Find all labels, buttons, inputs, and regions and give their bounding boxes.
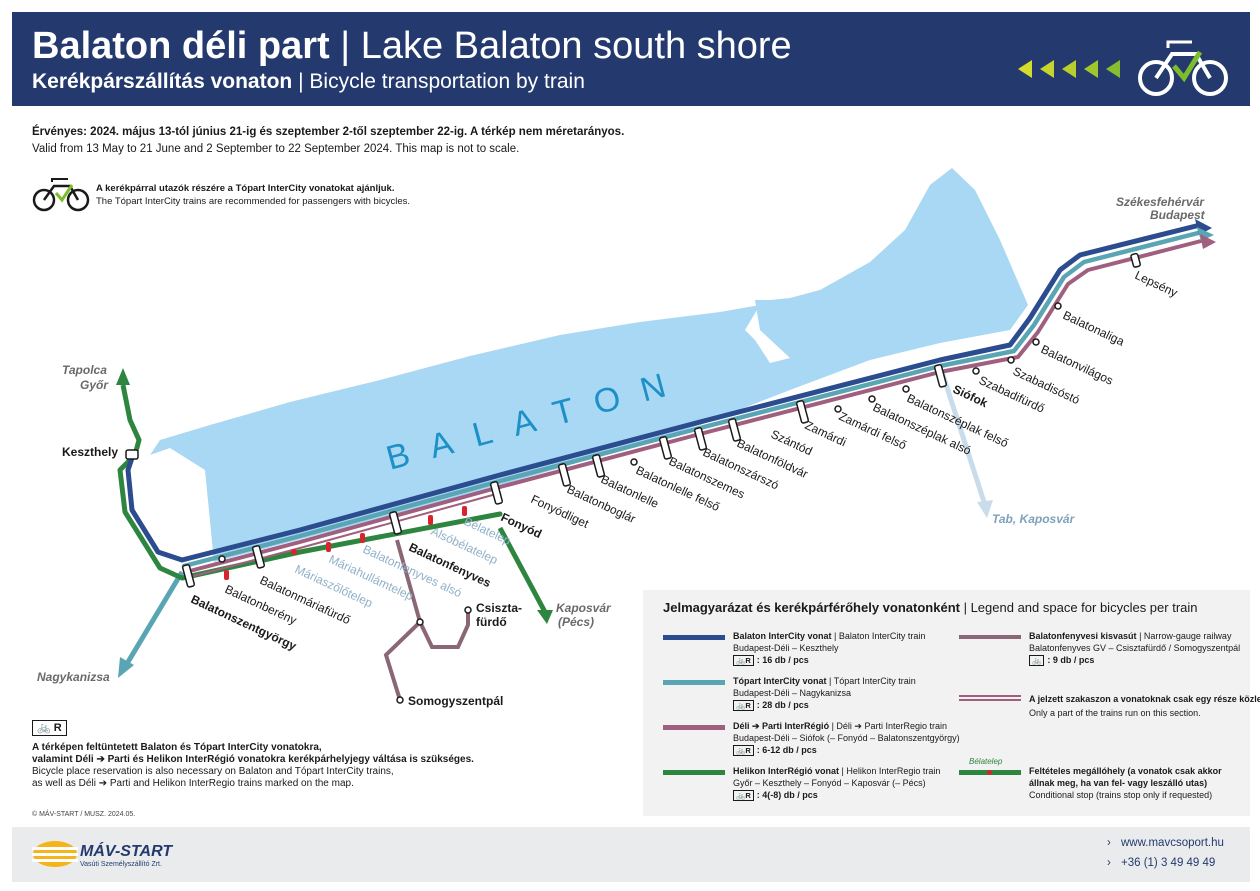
mav-logo-icon — [32, 841, 78, 867]
station-marker — [591, 454, 606, 478]
helikon-line-north — [120, 384, 142, 456]
conditional-stop-marker — [360, 533, 365, 543]
legend-item-helikon: Helikon InterRégió vonat | Helikon Inter… — [733, 766, 941, 801]
station-marker — [416, 618, 424, 626]
station-label: Keszthely — [62, 445, 118, 459]
legend-line-topart-ic — [663, 680, 725, 685]
recommendation-note: A kerékpárral utazók részére a Tópart In… — [96, 183, 410, 207]
station-marker — [658, 436, 673, 460]
phone-number[interactable]: ›+36 (1) 3 49 49 49 — [1107, 857, 1216, 869]
station-label: Balatonaliga — [1061, 308, 1127, 349]
station-marker — [933, 364, 948, 388]
narrow-gauge-railway — [383, 539, 423, 701]
topart-ic-line — [181, 229, 1205, 569]
dest-label: (Pécs) — [558, 615, 594, 629]
page-subtitle: Kerékpárszállítás vonaton | Bicycle tran… — [32, 70, 585, 93]
station-marker — [727, 418, 742, 442]
bike-reservation-icon: 🚲R — [733, 745, 754, 756]
legend-item-balaton-ic: Balaton InterCity vonat | Balaton InterC… — [733, 631, 926, 666]
station-marker — [218, 555, 226, 563]
legend-line-narrow-gauge — [959, 635, 1021, 639]
legend-item-topart-ic: Tópart InterCity vonat | Tópart InterCit… — [733, 676, 916, 711]
dest-label: Kaposvár — [556, 601, 612, 615]
legend-item-deli-parti: Déli ➔ Parti InterRégió | Déli ➔ Parti I… — [733, 721, 960, 756]
chevron-right-icon: › — [1107, 837, 1111, 849]
bike-reservation-icon: 🚲R — [733, 655, 754, 666]
station-marker — [902, 385, 910, 393]
ir-line-partial — [185, 492, 501, 579]
conditional-stop-marker — [326, 542, 331, 552]
tab-line — [939, 371, 988, 506]
direction-arrows-icon — [1018, 60, 1120, 78]
logo-subtitle: Vasúti Személyszállító Zrt. — [80, 861, 162, 868]
dest-label: Tapolca — [62, 363, 107, 377]
topart-line-nagykanizsa — [125, 570, 185, 664]
bike-icon: 🚲 — [1029, 655, 1045, 666]
station-marker — [834, 405, 842, 413]
station-marker — [181, 564, 196, 588]
legend-item-conditional: Feltételes megállóhely (a vonatok csak a… — [1029, 766, 1222, 800]
station-marker — [557, 463, 572, 487]
bicycle-check-icon — [1138, 40, 1228, 96]
footer-bar: MÁV-START Vasúti Személyszállító Zrt. ›w… — [12, 827, 1250, 882]
balaton-ic-line — [125, 222, 1203, 563]
station-marker — [388, 511, 403, 535]
station-marker — [1007, 356, 1015, 364]
conditional-stop-marker — [224, 570, 229, 580]
station-marker — [489, 481, 504, 505]
station-marker — [868, 395, 876, 403]
legend-line-deli-parti — [663, 725, 725, 730]
dest-label: Budapest — [1150, 208, 1206, 222]
station-marker — [1054, 302, 1062, 310]
station-marker — [396, 696, 404, 704]
bike-reservation-icon: 🚲R — [733, 700, 754, 711]
page-title: Balaton déli part | Lake Balaton south s… — [32, 25, 792, 67]
legend-line-helikon — [663, 770, 725, 775]
station-marker — [1130, 252, 1141, 268]
logo-name: MÁV-START — [80, 843, 173, 860]
station-marker — [1032, 338, 1040, 346]
bicycle-check-icon — [32, 178, 90, 212]
bike-reservation-icon: 🚲R — [733, 790, 754, 801]
copyright: © MÁV-START / MUSZ. 2024.05. — [32, 811, 136, 818]
conditional-stop-marker — [987, 770, 992, 775]
lake-balaton — [150, 168, 1028, 562]
helikon-line-main — [117, 455, 503, 581]
chevron-right-icon: › — [1107, 857, 1111, 869]
helikon-line-kaposvar — [497, 526, 548, 614]
narrow-gauge-csiszta — [418, 610, 470, 649]
legend-line-partial — [959, 695, 1021, 697]
ir-line-main — [184, 238, 1207, 574]
station-marker — [125, 449, 139, 460]
legend-item-narrow-gauge: Balatonfenyvesi kisvasút | Narrow-gauge … — [1029, 631, 1241, 666]
reservation-note: 🚲 R A térképen feltüntetett Balaton és T… — [32, 720, 474, 789]
conditional-stop-marker — [291, 549, 297, 555]
station-marker — [464, 606, 472, 614]
legend-item-partial: A jelzett szakaszon a vonatoknak csak eg… — [1029, 694, 1260, 718]
header-banner: Balaton déli part | Lake Balaton south s… — [12, 12, 1250, 106]
legend-example-label: Bélatelep — [969, 757, 1003, 766]
dest-label: Székesfehérvár — [1116, 195, 1205, 209]
conditional-stop-marker — [428, 515, 433, 525]
station-label: Lepsény — [1133, 268, 1180, 300]
station-marker — [795, 400, 810, 424]
conditional-stop-marker — [462, 506, 467, 516]
legend-line-balaton-ic — [663, 635, 725, 640]
station-marker — [693, 427, 708, 451]
dest-label: Nagykanizsa — [37, 670, 110, 684]
station-label: Csiszta- — [476, 601, 522, 615]
station-marker — [972, 367, 980, 375]
station-marker — [630, 458, 638, 466]
station-label: fürdő — [476, 615, 507, 629]
dest-label: Tab, Kaposvár — [992, 512, 1076, 526]
bike-reservation-badge: 🚲 R — [32, 720, 67, 736]
legend-title: Jelmagyarázat és kerékpárférőhely vonato… — [663, 600, 1198, 615]
station-label: Somogyszentpál — [408, 694, 503, 708]
website-link[interactable]: ›www.mavcsoport.hu — [1107, 837, 1224, 849]
validity-note: Érvényes: 2024. május 13-tól június 21-i… — [32, 126, 625, 155]
dest-label: Győr — [80, 378, 109, 392]
legend-panel: Jelmagyarázat és kerékpárférőhely vonato… — [643, 590, 1260, 816]
station-marker — [251, 545, 266, 569]
